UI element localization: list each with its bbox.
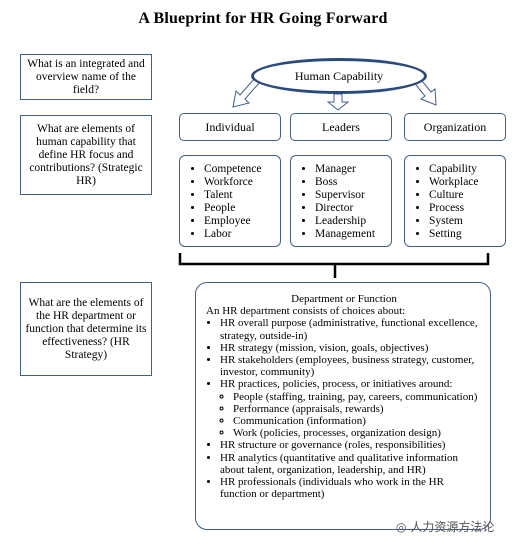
list-item: Boss <box>315 176 391 189</box>
list-item: Workforce <box>204 176 280 189</box>
watermark-text: 人力资源方法论 <box>410 520 495 534</box>
department-item: HR stakeholders (employees, business str… <box>220 354 482 378</box>
category-leaders: Leaders <box>290 113 392 141</box>
department-box: Department or Function An HR department … <box>195 282 491 530</box>
question-box-strategic-hr: What are elements of human capability th… <box>20 115 152 195</box>
category-organization: Organization <box>404 113 506 141</box>
list-item: Process <box>429 202 505 215</box>
question-text: What are the elements of the HR departme… <box>25 296 147 361</box>
diagram-title: A Blueprint for HR Going Forward <box>138 10 388 27</box>
category-individual: Individual <box>179 113 281 141</box>
arrow-left <box>232 77 263 108</box>
list-item: Manager <box>315 163 391 176</box>
department-item: HR analytics (quantitative and qualitati… <box>220 452 482 476</box>
department-subitem: Communication (information) <box>233 415 482 427</box>
department-intro: An HR department consists of choices abo… <box>206 305 406 318</box>
list-item: Director <box>315 202 391 215</box>
category-label: Individual <box>205 119 255 134</box>
question-text: What are elements of human capability th… <box>29 122 143 187</box>
bracket <box>178 253 490 278</box>
question-box-hr-strategy: What are the elements of the HR departme… <box>20 282 152 376</box>
list-item: Setting <box>429 228 505 241</box>
category-label: Leaders <box>322 119 360 134</box>
department-item: HR practices, policies, process, or init… <box>220 378 482 439</box>
list-item: Leadership <box>315 215 391 228</box>
department-item: HR strategy (mission, vision, goals, obj… <box>220 342 482 354</box>
department-subitem: Work (policies, processes, organization … <box>233 427 482 439</box>
list-item: Management <box>315 228 391 241</box>
category-label: Organization <box>423 119 487 134</box>
list-individual: Competence Workforce Talent People Emplo… <box>179 155 281 247</box>
list-item: System <box>429 215 505 228</box>
question-text: What is an integrated and overview name … <box>27 57 145 96</box>
human-capability-node: Human Capability <box>251 58 427 94</box>
list-item: Labor <box>204 228 280 241</box>
department-item: HR overall purpose (administrative, func… <box>220 317 482 341</box>
list-item: People <box>204 202 280 215</box>
question-box-field-name: What is an integrated and overview name … <box>20 54 152 100</box>
list-organization: Capability Workplace Culture Process Sys… <box>404 155 506 247</box>
arrow-center <box>326 93 350 111</box>
list-item: Talent <box>204 189 280 202</box>
list-leaders: Manager Boss Supervisor Director Leaders… <box>290 155 392 247</box>
list-item: Workplace <box>429 176 505 189</box>
list-item: Capability <box>429 163 505 176</box>
department-heading: Department or Function <box>291 293 397 305</box>
department-item: HR professionals (individuals who work i… <box>220 476 482 500</box>
list-item: Culture <box>429 189 505 202</box>
department-item: HR structure or governance (roles, respo… <box>220 439 482 451</box>
department-subitem: People (staffing, training, pay, careers… <box>233 391 482 403</box>
list-item: Competence <box>204 163 280 176</box>
list-item: Supervisor <box>315 189 391 202</box>
watermark: ◎ 人力资源方法论 <box>396 518 494 535</box>
list-item: Employee <box>204 215 280 228</box>
human-capability-label: Human Capability <box>294 68 384 83</box>
wechat-icon: ◎ <box>396 520 407 534</box>
department-subitem: Performance (appraisals, rewards) <box>233 403 482 415</box>
department-item-text: HR practices, policies, process, or init… <box>220 378 453 391</box>
